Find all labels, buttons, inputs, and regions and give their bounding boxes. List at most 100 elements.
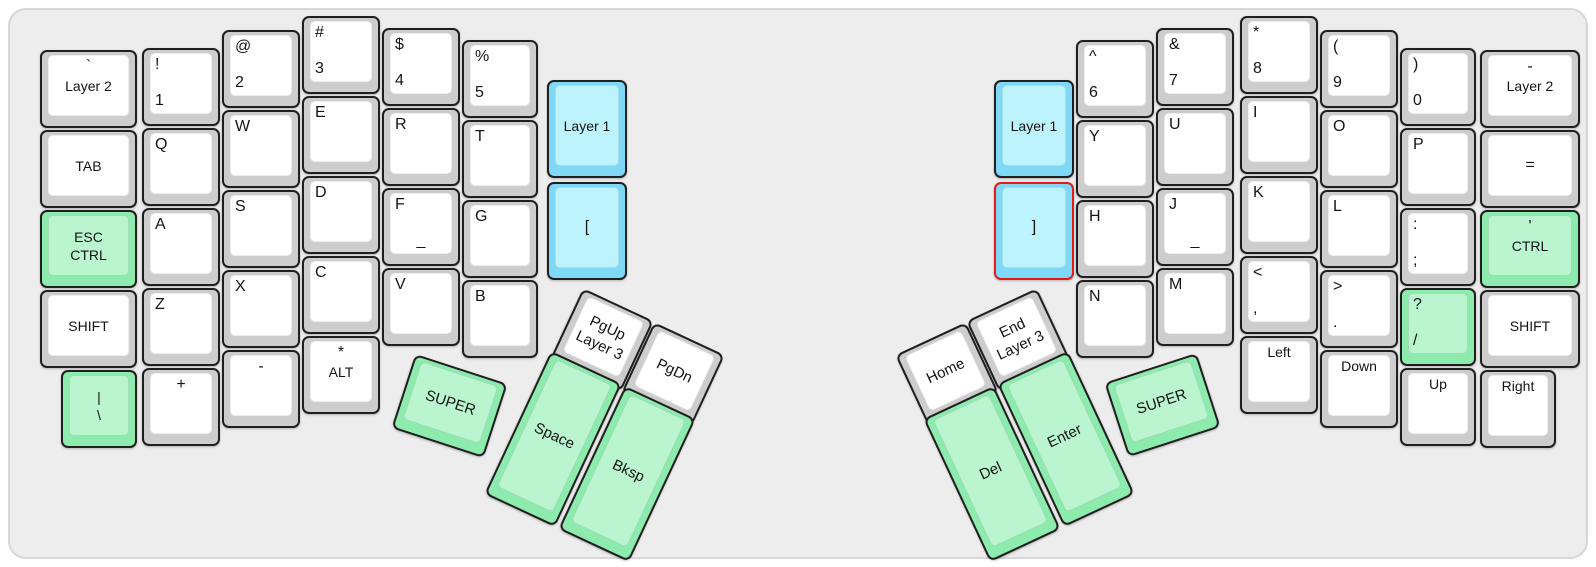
keycap-top: SUPER [402,361,499,445]
key-shift-right[interactable]: SHIFT [1480,290,1580,368]
key-label: [ [584,218,590,236]
key-excl-1[interactable]: !1 [142,48,220,126]
keycap-top: B [470,285,530,346]
key-x[interactable]: X [222,270,300,348]
key-label: ; [1413,252,1418,270]
keycap-top: | \ [69,375,129,436]
key-layer1-right[interactable]: Layer 1 [994,80,1074,178]
key-rbracket[interactable]: ] [994,182,1074,280]
key-a[interactable]: A [142,208,220,286]
keycap-top: SUPER [1112,360,1209,444]
key-label: I [1253,104,1258,121]
key-dollar-4[interactable]: $4 [382,28,460,106]
key-u[interactable]: U [1156,108,1234,186]
key-arrow-down[interactable]: Down [1320,350,1398,428]
key-label: Z [155,296,165,313]
key-esc-ctrl[interactable]: ESC CTRL [40,210,137,288]
key-layer1-left[interactable]: Layer 1 [547,80,627,178]
key-label: _ [416,232,426,250]
key-label: F [395,196,405,213]
key-grave-layer2[interactable]: `Layer 2 [40,50,137,128]
key-label: H [1089,208,1101,225]
key-label: _ [1190,232,1200,250]
key-caret-6[interactable]: ^6 [1076,40,1154,118]
key-label: 8 [1253,60,1262,78]
keycap-top: TAB [48,135,129,196]
key-label: + [176,376,186,393]
key-r[interactable]: R [382,108,460,186]
keycap-top: ?/ [1408,293,1468,354]
key-label: - [1527,58,1533,75]
key-minus-layer2[interactable]: -Layer 2 [1480,50,1580,128]
key-label: Del [976,458,1005,484]
key-b[interactable]: B [462,280,538,358]
key-n[interactable]: N [1076,280,1154,358]
keycap-top: SHIFT [1488,295,1572,356]
key-pipe-backslash[interactable]: | \ [61,370,137,448]
key-lbracket[interactable]: [ [547,182,627,280]
key-label: T [475,128,485,145]
keycap-top: A [150,213,212,274]
key-label: G [475,208,488,225]
key-lt-comma[interactable]: <, [1240,256,1318,334]
key-hash-3[interactable]: #3 [302,16,380,94]
key-m[interactable]: M [1156,268,1234,346]
key-plus[interactable]: + [142,368,220,446]
key-label: = [1525,156,1535,174]
key-shift-left[interactable]: SHIFT [40,290,137,368]
keycap-top: F_ [390,193,452,254]
key-label: / [1413,332,1418,350]
keycap-top: I [1248,101,1310,162]
key-label: SUPER [422,386,478,419]
key-l[interactable]: L [1320,190,1398,268]
key-label: 7 [1169,72,1178,90]
key-super-left[interactable]: SUPER [390,353,508,459]
key-h[interactable]: H [1076,200,1154,278]
key-t[interactable]: T [462,120,538,198]
key-at-2[interactable]: @2 [222,30,300,108]
key-lparen-9[interactable]: (9 [1320,30,1398,108]
key-tab[interactable]: TAB [40,130,137,208]
key-rparen-0[interactable]: )0 [1400,48,1476,126]
key-z[interactable]: Z [142,288,220,366]
key-q[interactable]: Q [142,128,220,206]
key-w[interactable]: W [222,110,300,188]
key-k[interactable]: K [1240,176,1318,254]
key-arrow-right[interactable]: Right [1480,370,1556,448]
key-ast-alt[interactable]: *ALT [302,336,380,414]
key-o[interactable]: O [1320,110,1398,188]
key-p[interactable]: P [1400,128,1476,206]
key-amp-7[interactable]: &7 [1156,28,1234,106]
keycap-top: %5 [470,45,530,106]
key-arrow-left[interactable]: Left [1240,336,1318,414]
key-v[interactable]: V [382,268,460,346]
key-arrow-up[interactable]: Up [1400,368,1476,446]
key-ast-8[interactable]: *8 [1240,16,1318,94]
key-e[interactable]: E [302,96,380,174]
key-pct-5[interactable]: %5 [462,40,538,118]
key-i[interactable]: I [1240,96,1318,174]
key-gt-period[interactable]: >. [1320,270,1398,348]
key-colon-semi[interactable]: :; [1400,208,1476,286]
key-label: Left [1267,344,1291,360]
key-quote-ctrl[interactable]: 'CTRL [1480,210,1580,288]
keycap-top: *ALT [310,341,372,402]
key-y[interactable]: Y [1076,120,1154,198]
key-qmark-slash[interactable]: ?/ [1400,288,1476,366]
key-label: Up [1429,376,1447,392]
key-minus[interactable]: - [222,350,300,428]
key-label: ALT [328,363,354,380]
key-equals[interactable]: = [1480,130,1580,208]
keycap-top: Left [1248,341,1310,402]
keycap-top: X [230,275,292,336]
keycap-top: K [1248,181,1310,242]
keycap-top: M [1164,273,1226,334]
key-j[interactable]: J_ [1156,188,1234,266]
key-c[interactable]: C [302,256,380,334]
key-g[interactable]: G [462,200,538,278]
key-d[interactable]: D [302,176,380,254]
key-super-right[interactable]: SUPER [1103,352,1221,458]
key-f[interactable]: F_ [382,188,460,266]
key-s[interactable]: S [222,190,300,268]
